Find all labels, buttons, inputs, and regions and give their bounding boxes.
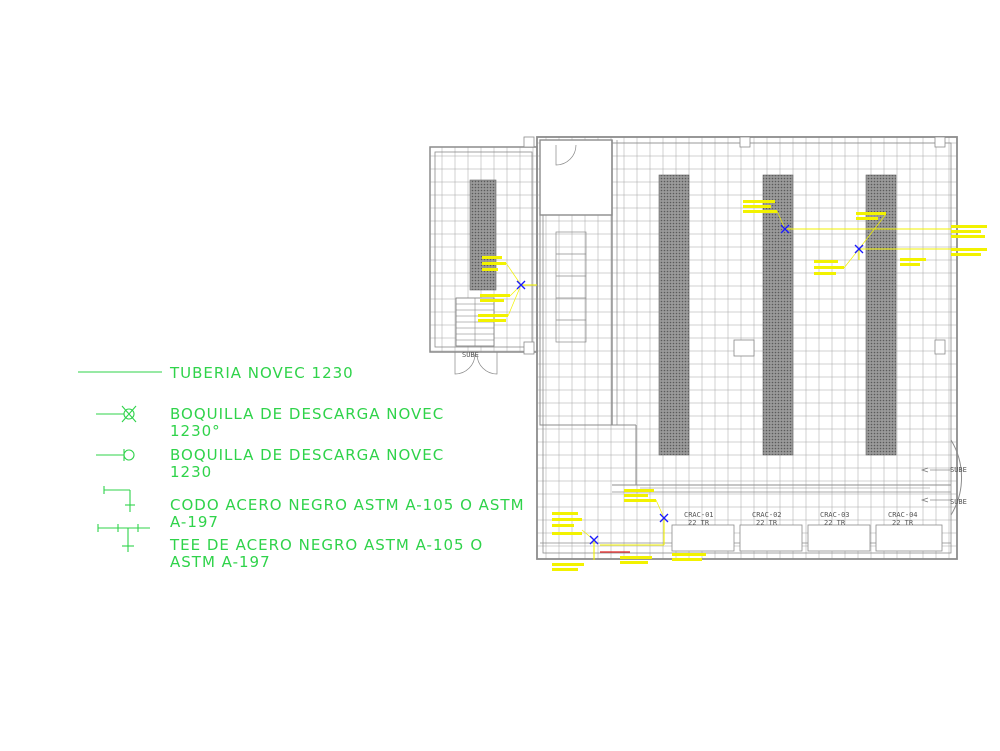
rack-row-2	[762, 174, 794, 456]
annex-rack	[469, 179, 497, 291]
legend-tee-label: TEE DE ACERO NEGRO ASTM A-105 O ASTM A-1…	[170, 536, 484, 571]
rack-row-1	[658, 174, 690, 456]
legend-nozzle-180-label: BOQUILLA DE DESCARGA NOVEC 1230	[170, 446, 445, 481]
nozzle-icon	[854, 244, 864, 254]
crac-unit-2: CRAC-02 22 TR	[739, 511, 803, 552]
tee-icon	[97, 524, 150, 552]
right-ramp: SUBE SUBE	[640, 439, 967, 516]
service-room	[539, 139, 613, 216]
svg-text:CRAC-02: CRAC-02	[752, 511, 782, 519]
pipe-annotations	[478, 200, 987, 571]
nozzle-180-icon	[96, 449, 135, 461]
crac-unit-1: CRAC-01 22 TR	[671, 511, 735, 552]
crac-units: CRAC-01 22 TR CRAC-02 22 TR CRAC-03 22 T…	[671, 511, 943, 552]
ramp-label-2: SUBE	[950, 498, 967, 506]
server-racks	[658, 174, 897, 456]
discharge-nozzles	[516, 224, 864, 545]
legend-pipe-label: TUBERIA NOVEC 1230	[170, 364, 354, 382]
svg-text:CRAC-03: CRAC-03	[820, 511, 850, 519]
legend-elbow-label: CODO ACERO NEGRO ASTM A-105 O ASTM A-197	[170, 496, 525, 531]
novec-piping	[521, 228, 951, 560]
svg-text:22 TR: 22 TR	[756, 519, 778, 527]
svg-text:22 TR: 22 TR	[824, 519, 846, 527]
annex-room: SUBE	[429, 146, 538, 375]
svg-text:22 TR: 22 TR	[892, 519, 914, 527]
crac-unit-4: CRAC-04 22 TR	[875, 511, 943, 552]
crac-unit-3: CRAC-03 22 TR	[807, 511, 871, 552]
svg-text:CRAC-04: CRAC-04	[888, 511, 918, 519]
nozzle-360-icon	[96, 405, 137, 423]
legend-nozzle-360-label: BOQUILLA DE DESCARGA NOVEC 1230°	[170, 405, 445, 440]
annex-door	[454, 352, 498, 375]
svg-text:22 TR: 22 TR	[688, 519, 710, 527]
nozzle-icon	[659, 513, 669, 523]
stair-label: SUBE	[462, 351, 479, 359]
elbow-icon	[103, 486, 135, 512]
legend-symbols	[78, 371, 162, 552]
svg-text:CRAC-01: CRAC-01	[684, 511, 714, 519]
rack-row-3	[865, 174, 897, 456]
nozzle-icon	[516, 280, 526, 290]
ramp-label-1: SUBE	[950, 466, 967, 474]
nozzle-icon	[780, 224, 790, 234]
nozzle-icon	[589, 535, 599, 545]
